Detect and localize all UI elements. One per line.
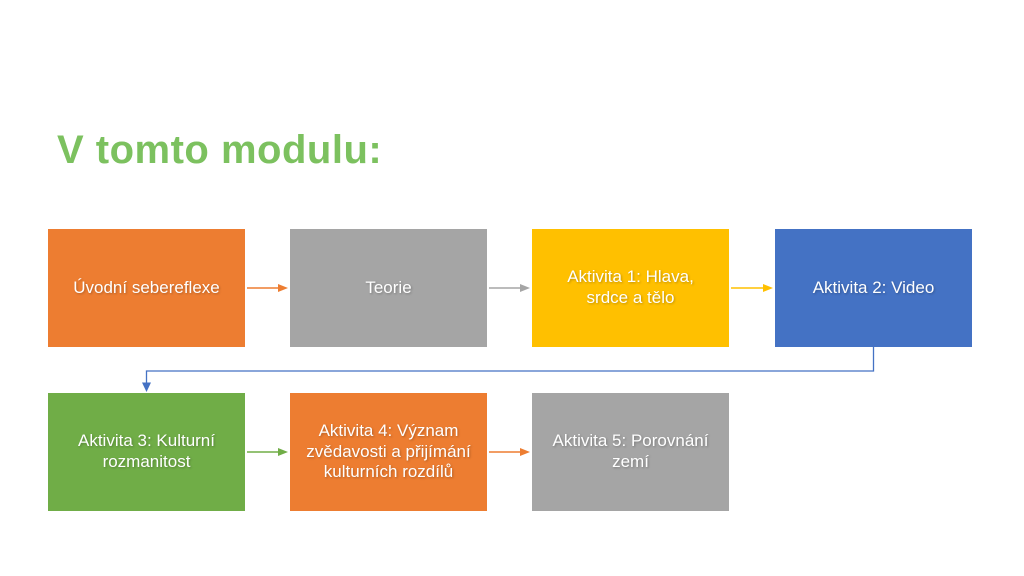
- box-uvodni-sebereflexe: Úvodní sebereflexe: [48, 229, 245, 347]
- slide-title: V tomto modulu:: [57, 128, 383, 172]
- elbow-aktivita2-to-aktivita3-line: [145, 347, 875, 383]
- box-label: Aktivita 3: Kulturní rozmanitost: [77, 431, 215, 471]
- arrow-aktivita1-to-aktivita2-head: [763, 284, 773, 292]
- arrow-aktivita3-to-aktivita4-head: [278, 448, 288, 456]
- box-label: Aktivita 1: Hlava, srdce a tělo: [567, 267, 694, 307]
- box-teorie: Teorie: [290, 229, 487, 347]
- box-aktivita-2-video: Aktivita 2: Video: [775, 229, 972, 347]
- arrow-uvodni-to-teorie-head: [278, 284, 288, 292]
- arrow-aktivita4-to-aktivita5-head: [520, 448, 530, 456]
- box-aktivita-3-kulturni-rozmanitost: Aktivita 3: Kulturní rozmanitost: [48, 393, 245, 511]
- box-label: Úvodní sebereflexe: [73, 277, 220, 297]
- box-aktivita-1-hlava-srdce-telo: Aktivita 1: Hlava, srdce a tělo: [532, 229, 729, 347]
- arrow-teorie-to-aktivita1-head: [520, 284, 530, 292]
- box-label: Teorie: [365, 277, 412, 297]
- box-label: Aktivita 4: Význam zvědavosti a přijímán…: [306, 420, 471, 482]
- box-aktivita-5-porovnani-zemi: Aktivita 5: Porovnání zemí: [532, 393, 729, 511]
- elbow-aktivita2-to-aktivita3-head: [142, 382, 151, 392]
- box-aktivita-4-vyznam-zvedavosti: Aktivita 4: Význam zvědavosti a přijímán…: [290, 393, 487, 511]
- box-label: Aktivita 2: Video: [812, 277, 935, 297]
- box-label: Aktivita 5: Porovnání zemí: [552, 431, 709, 471]
